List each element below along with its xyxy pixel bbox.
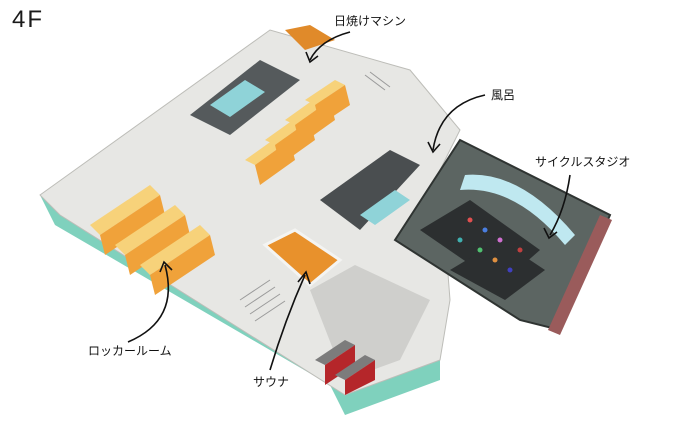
sauna-room (262, 228, 343, 287)
cycle-screen (460, 174, 575, 245)
tanning-room (285, 25, 335, 50)
arrow-locker (127, 264, 170, 343)
floor-label: 4F (12, 6, 45, 33)
riders (457, 217, 523, 273)
arrow-tanning (309, 31, 351, 61)
stairs (239, 71, 391, 322)
callout-cycle-studio: サイクルスタジオ (535, 155, 631, 169)
locker-banks-center (245, 80, 350, 185)
bike-rows (420, 200, 545, 300)
arrow-sauna (269, 274, 306, 371)
locker-banks-left (90, 185, 215, 295)
bath-pool (360, 190, 410, 225)
red-lockers (315, 340, 375, 395)
callout-tanning-machine: 日焼けマシン (334, 14, 407, 28)
studio-outer-wall (548, 215, 612, 335)
callout-arrows (127, 31, 571, 371)
upper-bath-pool (210, 80, 265, 117)
callout-locker-room: ロッカールーム (88, 344, 172, 358)
callout-sauna: サウナ (253, 375, 290, 389)
arrow-cycle (549, 174, 571, 236)
arrow-bath (432, 94, 486, 151)
bath-area (320, 150, 420, 230)
callout-bath: 風呂 (491, 88, 516, 102)
